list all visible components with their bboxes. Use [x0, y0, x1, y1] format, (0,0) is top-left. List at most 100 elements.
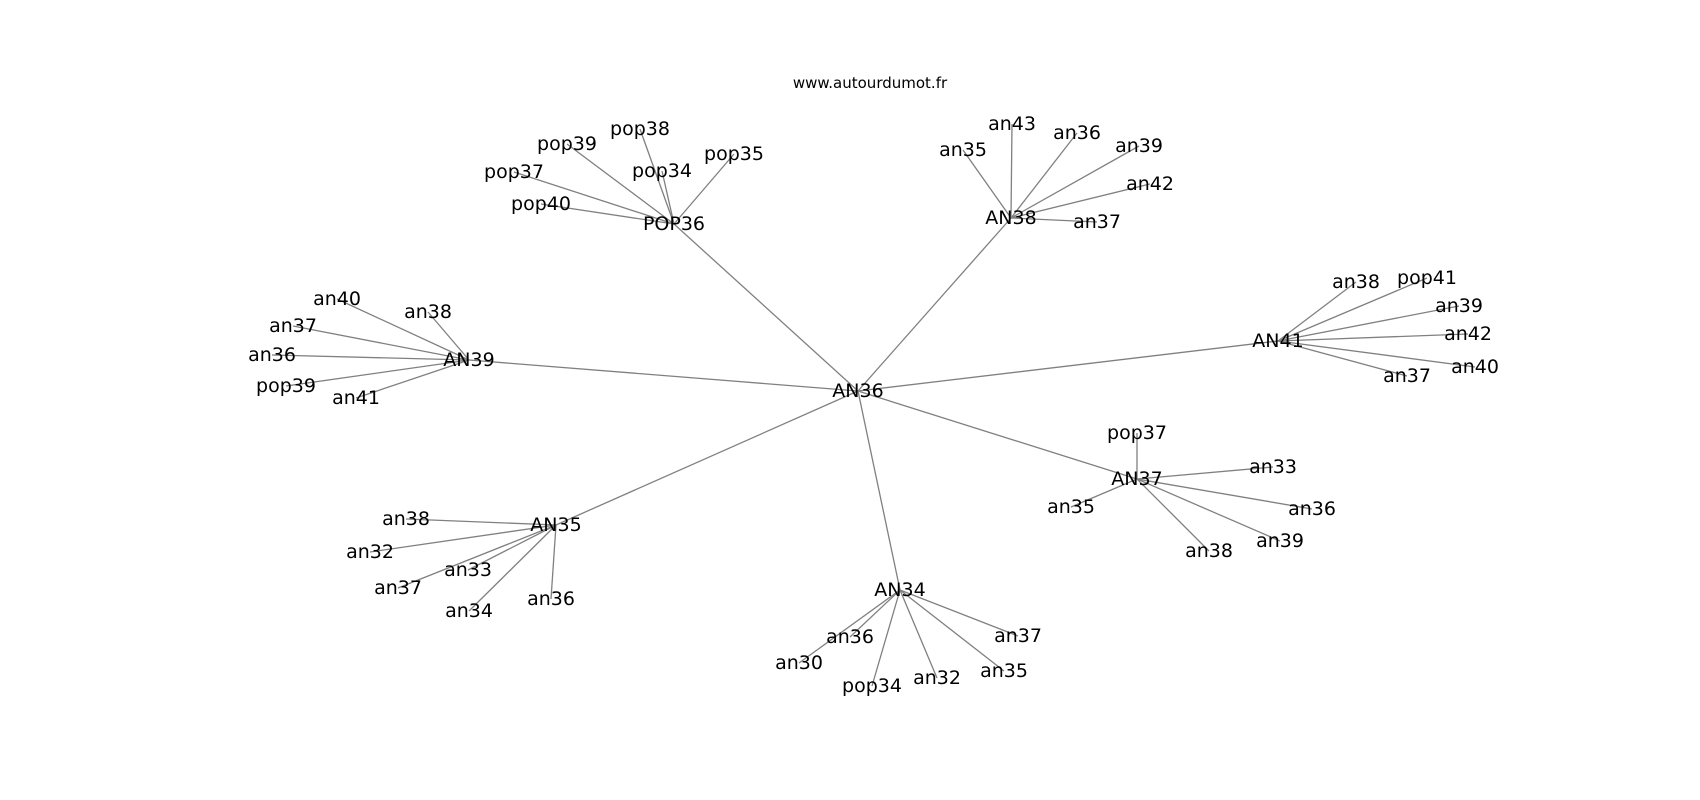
- edge-center-an34: [857, 390, 901, 591]
- edge-an34-an35: [899, 589, 1005, 672]
- edge-an41-an39: [1277, 305, 1460, 342]
- watermark-text: www.autourdumot.fr: [793, 74, 948, 92]
- leaf-node-an34-an37: an37: [994, 625, 1042, 647]
- edge-pop36-pop35: [673, 153, 735, 225]
- leaf-node-an41-an37: an37: [1383, 365, 1431, 387]
- edge-an35-an38: [405, 518, 557, 526]
- edge-an34-an30: [798, 589, 901, 664]
- leaf-node-an37-an36: an36: [1288, 498, 1336, 520]
- leaf-node-an37-pop37: pop37: [1107, 422, 1167, 444]
- edge-an34-an37: [899, 589, 1019, 637]
- edge-pop36-pop39: [566, 143, 675, 225]
- edge-an41-an40: [1277, 340, 1476, 368]
- leaf-node-an35-an32: an32: [346, 541, 394, 563]
- leaf-node-an41-an39: an39: [1435, 295, 1483, 317]
- edge-an38-an35: [962, 149, 1012, 219]
- edge-center-an39: [468, 359, 859, 392]
- leaf-node-an37-an38: an38: [1185, 540, 1233, 562]
- hub-node-an39: AN39: [443, 349, 494, 371]
- edge-an37-an39: [1136, 478, 1281, 542]
- edge-pop36-pop34: [661, 170, 675, 225]
- leaf-node-an41-an38: an38: [1332, 271, 1380, 293]
- center-node-an36: AN36: [832, 380, 883, 402]
- leaf-node-an34-an30: an30: [775, 652, 823, 674]
- leaf-node-an34-an36: an36: [826, 626, 874, 648]
- edge-an35-an37: [397, 524, 557, 589]
- leaf-node-an35-an37: an37: [374, 577, 422, 599]
- edge-an39-an40: [336, 298, 470, 361]
- edge-an34-pop34: [871, 589, 901, 687]
- edge-pop36-pop37: [513, 171, 675, 225]
- leaf-node-an39-pop39: pop39: [256, 375, 316, 397]
- leaf-node-an39-an41: an41: [332, 387, 380, 409]
- leaf-node-an41-an40: an40: [1451, 356, 1499, 378]
- edge-an35-an33: [467, 524, 557, 571]
- edge-an35-an32: [369, 524, 557, 553]
- edge-an41-an38: [1277, 281, 1357, 342]
- hub-node-an38: AN38: [985, 207, 1036, 229]
- leaf-node-an34-an35: an35: [980, 660, 1028, 682]
- leaf-node-pop36-pop37: pop37: [484, 161, 544, 183]
- leaf-node-an35-an34: an34: [445, 600, 493, 622]
- leaf-node-an37-an35: an35: [1047, 496, 1095, 518]
- leaf-node-pop36-pop38: pop38: [610, 118, 670, 140]
- edges-layer: [271, 123, 1476, 687]
- edge-center-pop36: [673, 223, 859, 392]
- leaf-node-an35-an36: an36: [527, 588, 575, 610]
- leaf-node-an38-an42: an42: [1126, 173, 1174, 195]
- edge-pop36-pop40: [540, 203, 675, 225]
- hub-node-an35: AN35: [530, 514, 581, 536]
- edge-an41-pop41: [1277, 277, 1428, 342]
- edge-an37-an36: [1136, 478, 1313, 510]
- edge-an38-an43: [1010, 123, 1013, 219]
- edge-an41-an42: [1277, 333, 1469, 342]
- edge-an39-an38: [427, 311, 470, 361]
- leaf-node-an39-an36: an36: [248, 344, 296, 366]
- leaf-node-an38-an37: an37: [1073, 211, 1121, 233]
- leaf-node-an38-an36: an36: [1053, 122, 1101, 144]
- edge-center-an35: [555, 390, 859, 526]
- leaf-node-an37-an39: an39: [1256, 530, 1304, 552]
- leaf-node-an37-an33: an33: [1249, 456, 1297, 478]
- leaf-node-pop36-pop35: pop35: [704, 143, 764, 165]
- leaf-node-pop36-pop39: pop39: [537, 133, 597, 155]
- leaf-node-an39-an40: an40: [313, 288, 361, 310]
- leaf-node-an41-pop41: pop41: [1397, 267, 1457, 289]
- edge-center-an37: [857, 390, 1138, 480]
- edge-an37-an38: [1136, 478, 1210, 552]
- edge-an34-an36: [849, 589, 901, 638]
- leaf-node-pop36-pop34: pop34: [632, 160, 692, 182]
- edge-an37-an33: [1136, 466, 1274, 480]
- leaf-node-pop36-pop40: pop40: [511, 193, 571, 215]
- leaf-node-an34-an32: an32: [913, 667, 961, 689]
- leaf-node-an35-an33: an33: [444, 559, 492, 581]
- edge-an38-an42: [1010, 183, 1151, 219]
- edge-center-an41: [857, 340, 1279, 392]
- leaf-node-an38-an39: an39: [1115, 135, 1163, 157]
- hub-node-an34: AN34: [874, 579, 925, 601]
- edge-an37-an35: [1070, 478, 1138, 508]
- edge-an39-an36: [271, 354, 470, 361]
- hub-node-an41: AN41: [1252, 330, 1303, 352]
- edge-an34-an32: [899, 589, 938, 679]
- edge-an38-an37: [1010, 217, 1098, 223]
- edge-an39-an37: [292, 325, 470, 361]
- edge-an35-an34: [468, 524, 557, 612]
- leaf-node-an34-pop34: pop34: [842, 675, 902, 697]
- leaf-node-an39-an38: an38: [404, 301, 452, 323]
- edge-an41-an37: [1277, 340, 1408, 377]
- hub-node-an37: AN37: [1111, 468, 1162, 490]
- hub-node-pop36: POP36: [643, 213, 705, 235]
- edge-an38-an39: [1010, 145, 1140, 219]
- edge-an38-an36: [1010, 132, 1078, 219]
- leaf-node-an39-an37: an37: [269, 315, 317, 337]
- edge-center-an38: [857, 217, 1012, 392]
- edge-an39-an41: [355, 359, 470, 399]
- edge-an39-pop39: [285, 359, 470, 387]
- leaf-node-an41-an42: an42: [1444, 323, 1492, 345]
- leaf-node-an38-an35: an35: [939, 139, 987, 161]
- leaf-node-an35-an38: an38: [382, 508, 430, 530]
- edge-an35-an36: [550, 524, 557, 600]
